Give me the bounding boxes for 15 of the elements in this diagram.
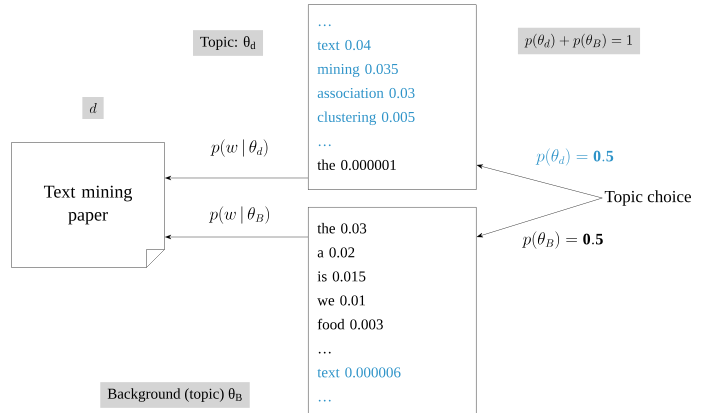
label-tag: $p(\theta_d) + p(\theta_B) = 1$ — [518, 28, 640, 54]
edge-label: $p(w\,|\,\theta_B)$ — [208, 206, 269, 224]
word-list-box: the 0.03 a 0.02 is 0.015 we 0.01 food 0.003 … text 0.000006 … — [308, 207, 476, 413]
edge-label: $p(w\,|\,\theta_d)$ — [210, 139, 268, 157]
edge-label: $p(\theta_d) = \mathbf{0.5}$ — [536, 148, 614, 166]
arrow — [476, 198, 602, 238]
arrow — [476, 164, 602, 198]
label-tag: Background (topic) θ$_{B}$ — [100, 382, 250, 408]
label-tag: $d$ — [82, 97, 104, 119]
word-list-box: … text 0.04 mining 0.035 association 0.03 clustering 0.005 … the 0.000001 — [308, 4, 476, 190]
arrow — [165, 234, 308, 240]
label-tag: Topic: θ$_{d}$ — [192, 30, 264, 56]
arrow — [165, 176, 308, 180]
text-label: Topic choice — [604, 190, 691, 206]
edge-label: $p(\theta_B) = \mathbf{0.5}$ — [522, 231, 603, 249]
